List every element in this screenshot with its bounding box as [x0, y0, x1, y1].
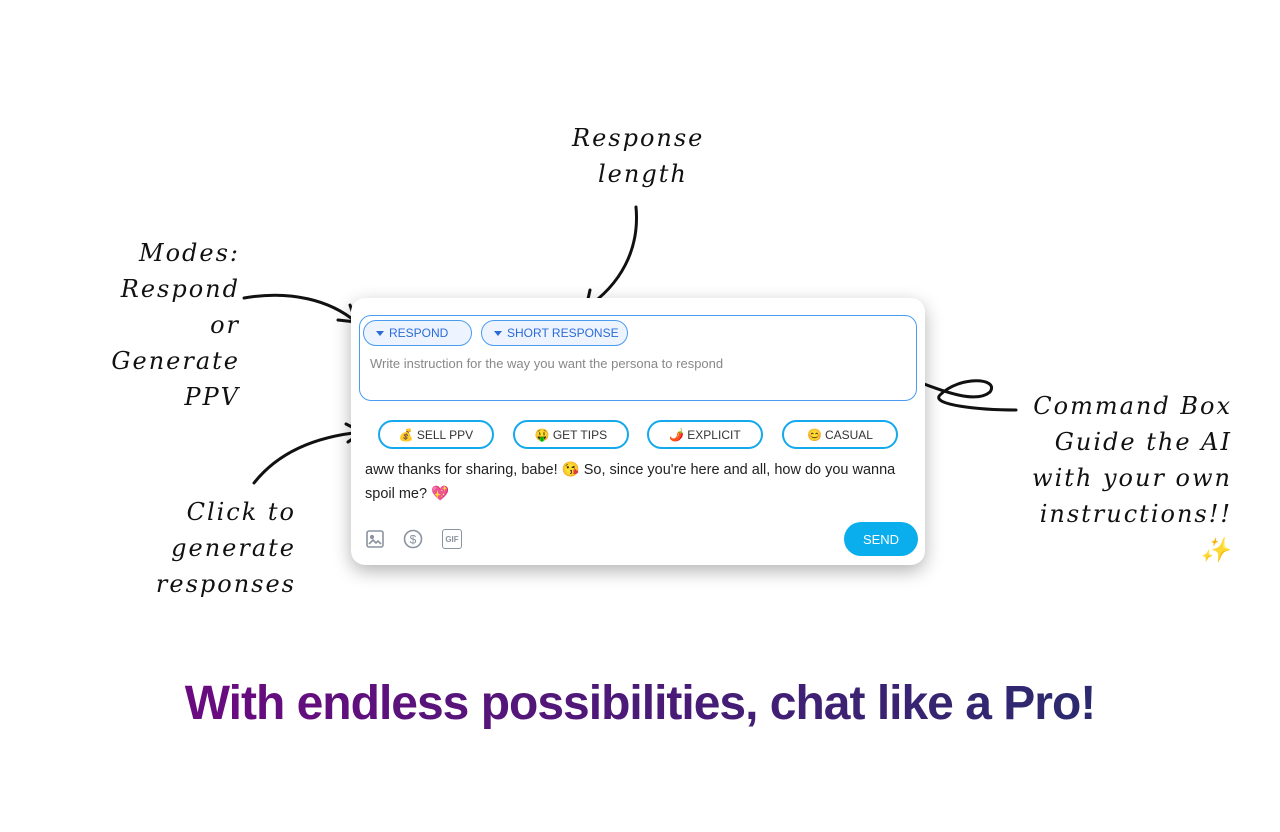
annotation-line: responses: [155, 570, 296, 598]
annotation-line: PPV: [184, 383, 240, 411]
length-dropdown[interactable]: SHORT RESPONSE: [481, 320, 628, 346]
sell-ppv-button[interactable]: 💰SELL PPV: [378, 420, 494, 449]
chat-composer: RESPOND SHORT RESPONSE Write instruction…: [351, 298, 925, 565]
mode-dropdown[interactable]: RESPOND: [363, 320, 472, 346]
explicit-button[interactable]: 🌶️EXPLICIT: [647, 420, 763, 449]
gif-icon[interactable]: GIF: [442, 529, 462, 549]
smile-icon: 😊: [807, 427, 822, 442]
annotation-modes: Modes: Respond or Generate PPV: [90, 235, 240, 415]
modes-arrow: [242, 293, 358, 324]
button-label: CASUAL: [824, 427, 873, 442]
annotation-click: Click to generate responses: [66, 494, 296, 602]
casual-button[interactable]: 😊CASUAL: [782, 420, 898, 449]
annotation-line: Respond or: [120, 275, 240, 339]
headline: With endless possibilities, chat like a …: [0, 676, 1280, 731]
dollar-icon[interactable]: $: [403, 529, 423, 549]
mode-dropdown-label: RESPOND: [389, 326, 449, 340]
image-icon[interactable]: [365, 529, 385, 549]
gif-label: GIF: [445, 534, 459, 544]
annotation-line: Guide the AI: [1054, 428, 1232, 456]
annotation-line: Generate: [111, 347, 240, 375]
annotation-line: Modes:: [139, 239, 240, 267]
command-box[interactable]: RESPOND SHORT RESPONSE Write instruction…: [359, 315, 917, 401]
annotation-line: Click to generate: [171, 498, 296, 562]
annotation-line: with your own: [1032, 464, 1232, 492]
instruction-input[interactable]: Write instruction for the way you want t…: [370, 356, 724, 371]
svg-text:$: $: [410, 533, 417, 547]
chili-pepper-icon: 🌶️: [669, 427, 685, 442]
caret-down-icon: [376, 330, 384, 336]
button-label: GET TIPS: [552, 427, 608, 442]
length-dropdown-label: SHORT RESPONSE: [507, 326, 619, 340]
click-arrow: [252, 422, 364, 485]
get-tips-button[interactable]: 🤑GET TIPS: [513, 420, 629, 449]
caret-down-icon: [494, 330, 502, 336]
button-label: EXPLICIT: [687, 427, 741, 442]
annotation-line: Response: [572, 124, 705, 152]
money-face-icon: 🤑: [534, 427, 550, 442]
annotation-line: length: [598, 160, 688, 188]
annotation-command-box: Command Box Guide the AI with your own i…: [1010, 388, 1232, 568]
annotation-response-length: Response length: [572, 120, 704, 192]
headline-text: With endless possibilities, chat like a …: [184, 677, 1096, 730]
annotation-line: Command Box: [1033, 392, 1232, 420]
message-text[interactable]: aww thanks for sharing, babe! 😘 So, sinc…: [365, 462, 896, 502]
send-button[interactable]: SEND: [844, 522, 918, 556]
button-label: SELL PPV: [416, 427, 474, 442]
money-bag-icon: 💰: [398, 427, 414, 442]
annotation-line: instructions!! ✨: [1039, 500, 1232, 564]
length-arrow: [584, 205, 639, 310]
